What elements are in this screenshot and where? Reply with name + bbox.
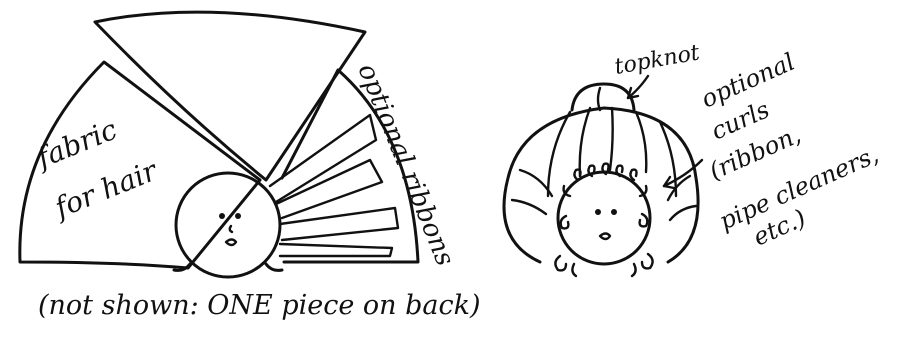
finished-doll-head-diagram: topknot optional curls (ribbon, pipe cle… — [504, 40, 883, 276]
topknot-bun-line — [598, 88, 600, 110]
face-circle — [558, 172, 650, 264]
mouth — [226, 240, 236, 246]
curl — [561, 216, 569, 228]
topknot-label: topknot — [613, 40, 702, 80]
topknot-bun — [572, 84, 634, 110]
head-circle — [176, 173, 280, 277]
eye — [235, 213, 241, 219]
hair-stripe — [636, 112, 646, 172]
topknot-arrow — [628, 76, 648, 98]
optional-curls — [555, 164, 652, 276]
eye — [219, 213, 225, 219]
hair-stripe — [580, 108, 590, 176]
ribbon-strip — [280, 244, 392, 256]
hair-stripe — [512, 200, 546, 214]
hair-stripe — [670, 206, 696, 220]
hair-fabric-label-line1: fabric — [30, 113, 121, 176]
eye — [611, 209, 617, 215]
nose — [230, 226, 232, 232]
curl — [572, 264, 576, 276]
curl — [632, 264, 636, 276]
neck-flare — [266, 264, 282, 270]
curl — [640, 214, 648, 226]
eye — [595, 209, 601, 215]
doll-head-right — [558, 172, 650, 264]
doll-head-left — [174, 173, 282, 277]
hair-mass — [504, 108, 698, 262]
curl — [555, 256, 566, 270]
mouth — [600, 234, 610, 240]
curl — [642, 254, 653, 268]
ribbons-label: optional ribbons — [352, 59, 460, 270]
caption: (not shown: ONE piece on back) — [38, 290, 481, 321]
hair-stripe — [610, 108, 613, 170]
curl — [630, 170, 636, 180]
flat-doll-head-diagram: fabric for hair optional ribbons (not sh… — [20, 12, 481, 321]
